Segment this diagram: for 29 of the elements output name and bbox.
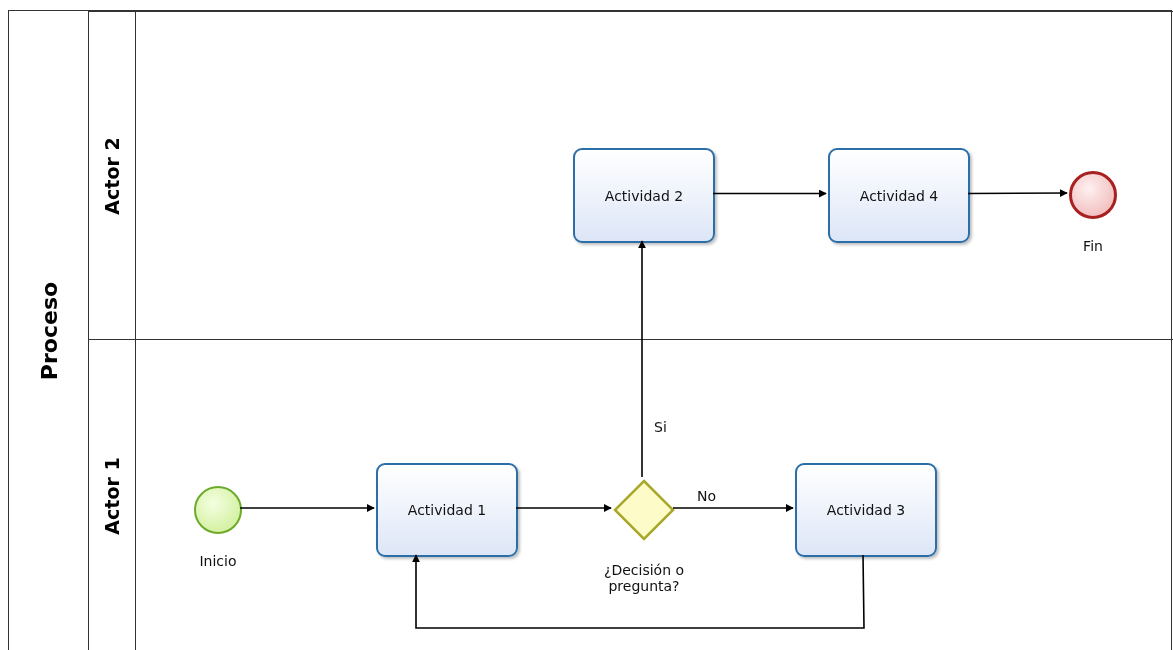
decision-label: ¿Decisión o pregunta? [602,562,686,594]
swimlane [88,339,1173,650]
decision-diamond [613,479,675,541]
start-event-circle [194,486,242,534]
task-box [795,463,937,557]
pool-title: Proceso [36,281,61,380]
task-box [376,463,518,557]
pool [8,10,1172,650]
arrow [967,189,1068,198]
lane-title: Actor 2 [101,136,123,215]
event-label: Inicio [198,553,238,569]
arrow [412,554,865,629]
task-label: Actividad 2 [604,187,684,204]
task-label: Actividad 1 [407,502,487,518]
task-box [828,148,970,243]
swimlane [88,11,1173,339]
arrow [239,504,375,512]
edge-label: Si [652,419,669,435]
arrow [712,189,827,198]
edge-label: No [695,488,719,504]
arrow [672,504,794,512]
arrow [638,240,646,478]
task-label: Actividad 4 [859,187,939,204]
task-label: Actividad 3 [826,502,906,518]
event-label: Fin [1082,238,1104,254]
task-box [573,148,715,243]
lane-title: Actor 1 [101,456,123,535]
arrow [515,504,612,512]
end-event-circle [1069,171,1117,219]
